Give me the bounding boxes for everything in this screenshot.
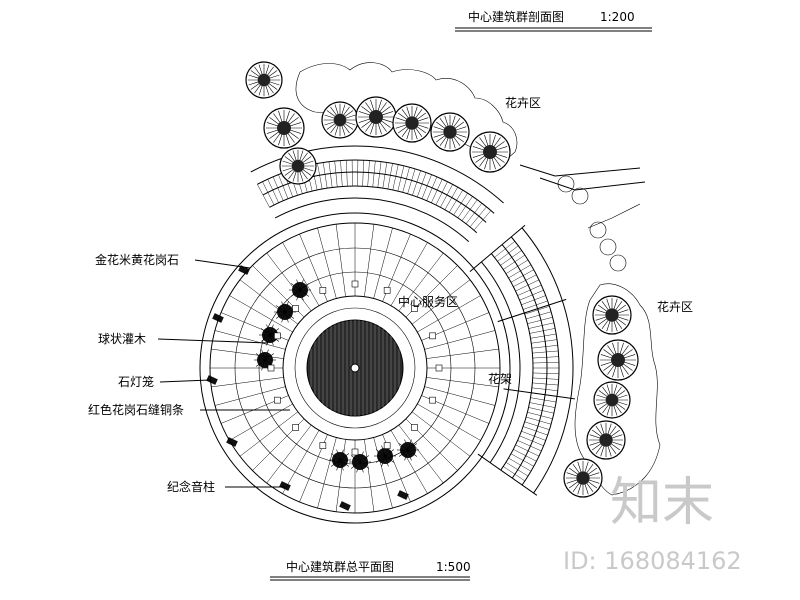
label-red-granite: 红色花岗石缝铜条 xyxy=(88,402,184,417)
label-lantern: 石灯笼 xyxy=(118,374,154,389)
lantern-icon xyxy=(339,501,351,511)
label-flower-bed-right: 花卉区 xyxy=(657,299,693,314)
shrub-icon xyxy=(274,301,296,323)
entry-path xyxy=(519,164,646,229)
section-scale-text: 1:200 xyxy=(600,10,635,24)
flower-bed-right xyxy=(574,283,661,496)
label-flower-bed-top: 花卉区 xyxy=(505,95,541,110)
tree-icon xyxy=(592,295,632,335)
tree-icon xyxy=(430,112,470,152)
lantern-icon xyxy=(212,313,224,323)
tree-icon xyxy=(469,131,511,173)
label-granite: 金花米黄花岗石 xyxy=(95,252,179,267)
section-title: 中心建筑群剖面图 1:200 xyxy=(455,9,652,32)
right-arc-steps xyxy=(469,224,575,496)
watermark-id: ID: 168084162 xyxy=(563,547,742,575)
shrub-icon xyxy=(374,445,396,467)
tree-icon xyxy=(597,339,639,381)
tree-icon xyxy=(586,420,626,460)
circular-plaza xyxy=(199,212,511,524)
lantern-icon xyxy=(206,375,218,385)
trees xyxy=(206,61,639,511)
shrub-icon xyxy=(289,279,311,301)
plan-title-text: 中心建筑群总平面图 xyxy=(286,559,394,574)
label-pergola: 花架 xyxy=(488,371,512,386)
tree-icon xyxy=(355,96,397,138)
annotations: 金花米黄花岗石 球状灌木 石灯笼 红色花岗石缝铜条 纪念音柱 花卉区 花卉区 中… xyxy=(88,95,693,494)
plan-title: 中心建筑群总平面图 1:500 xyxy=(270,559,471,581)
lantern-icon xyxy=(279,481,291,491)
watermark: 知末 ID: 168084162 xyxy=(563,473,742,575)
path-shrubs xyxy=(557,175,627,272)
tree-icon xyxy=(593,381,631,419)
label-column: 纪念音柱 xyxy=(167,479,215,494)
leaders xyxy=(157,259,290,488)
shrub-icon xyxy=(329,449,351,471)
watermark-logo: 知末 xyxy=(610,473,714,533)
tree-icon xyxy=(263,107,305,149)
shrub-icon xyxy=(349,451,371,473)
lantern-icon xyxy=(397,490,409,500)
outer-ring xyxy=(199,212,511,524)
tree-icon xyxy=(321,101,359,139)
tree-icon xyxy=(563,458,603,498)
label-shrub: 球状灌木 xyxy=(98,332,146,346)
tree-icon xyxy=(392,103,432,143)
label-service-area: 中心服务区 xyxy=(398,294,458,309)
section-title-text: 中心建筑群剖面图 xyxy=(468,9,564,24)
lantern-icon xyxy=(238,265,250,275)
tree-icon xyxy=(245,61,283,99)
tree-icon xyxy=(279,147,317,185)
plan-scale-text: 1:500 xyxy=(436,560,471,574)
